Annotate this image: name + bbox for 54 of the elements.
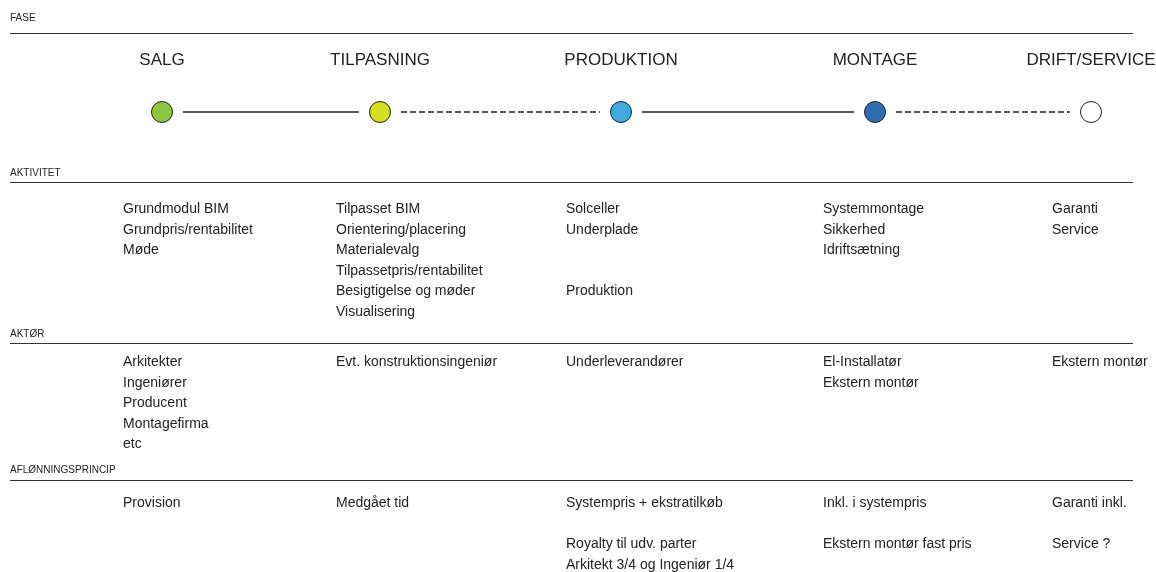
table-text: Solceller: [566, 200, 620, 217]
table-text: Møde: [123, 241, 159, 258]
table-text: Materialevalg: [336, 241, 420, 258]
table-text: Garanti inkl.: [1052, 494, 1127, 511]
table-text: Provision: [123, 494, 181, 511]
table-text: etc: [123, 435, 142, 452]
table-text: Grundpris/rentabilitet: [123, 220, 253, 238]
table-text: Visualisering: [336, 302, 416, 320]
phase-circle: [369, 101, 391, 123]
phase-title: SALG: [139, 50, 185, 70]
table-text: Inkl. i systempris: [823, 494, 927, 511]
table-text: Produktion: [566, 282, 633, 299]
section-heading: AKTØR: [10, 328, 45, 339]
table-text: Tilpassetpris/rentabilitet: [336, 261, 483, 279]
connector-line: [182, 111, 360, 113]
table-text: Garanti: [1052, 200, 1098, 217]
section-heading: FASE: [10, 12, 36, 23]
table-text: Royalty til udv. parter: [566, 535, 697, 552]
table-text: Ekstern montør: [823, 373, 919, 391]
table-text: Evt. konstruktionsingeniør: [336, 353, 498, 370]
phase-circle: [1080, 101, 1102, 123]
phase-circle: [151, 101, 173, 123]
table-text: Ekstern montør: [1052, 353, 1148, 370]
table-text: Systemmontage: [823, 200, 925, 217]
phase-title: MONTAGE: [832, 50, 918, 70]
connector-line: [895, 111, 1071, 113]
table-text: Service ?: [1052, 535, 1111, 552]
table-text: Ingeniører: [123, 373, 187, 391]
table-text: Producent: [123, 394, 187, 411]
table-text: Idriftsætning: [823, 241, 901, 258]
table-text: Arkitekter: [123, 353, 183, 370]
section-heading: AFLØNNINGSPRINCIP: [10, 464, 116, 475]
section-heading: AKTIVITET: [10, 167, 61, 178]
table-text: Orientering/placering: [336, 220, 466, 238]
phase-title: DRIFT/SERVICE: [1026, 50, 1156, 70]
table-text: Montagefirma: [123, 414, 209, 432]
table-text: El-Installatør: [823, 353, 902, 370]
table-text: Medgået tid: [336, 494, 410, 511]
phase-title: TILPASNING: [330, 50, 430, 70]
table-text: Besigtigelse og møder: [336, 282, 476, 299]
table-text: Underplade: [566, 220, 639, 238]
table-text: Tilpasset BIM: [336, 200, 421, 217]
table-text: Arkitekt 3/4 og Ingeniør 1/4: [566, 555, 735, 572]
table-text: Sikkerhed: [823, 220, 886, 238]
table-text: Systempris + ekstratilkøb: [566, 494, 723, 511]
connector-line: [641, 111, 855, 113]
table-text: Underleverandører: [566, 353, 684, 370]
phase-circle: [610, 101, 632, 123]
connector-line: [400, 111, 601, 113]
table-text: Ekstern montør fast pris: [823, 535, 972, 552]
phase-title: PRODUKTION: [564, 50, 678, 70]
table-text: Grundmodul BIM: [123, 200, 229, 217]
table-text: Service: [1052, 220, 1099, 238]
phase-circle: [864, 101, 886, 123]
